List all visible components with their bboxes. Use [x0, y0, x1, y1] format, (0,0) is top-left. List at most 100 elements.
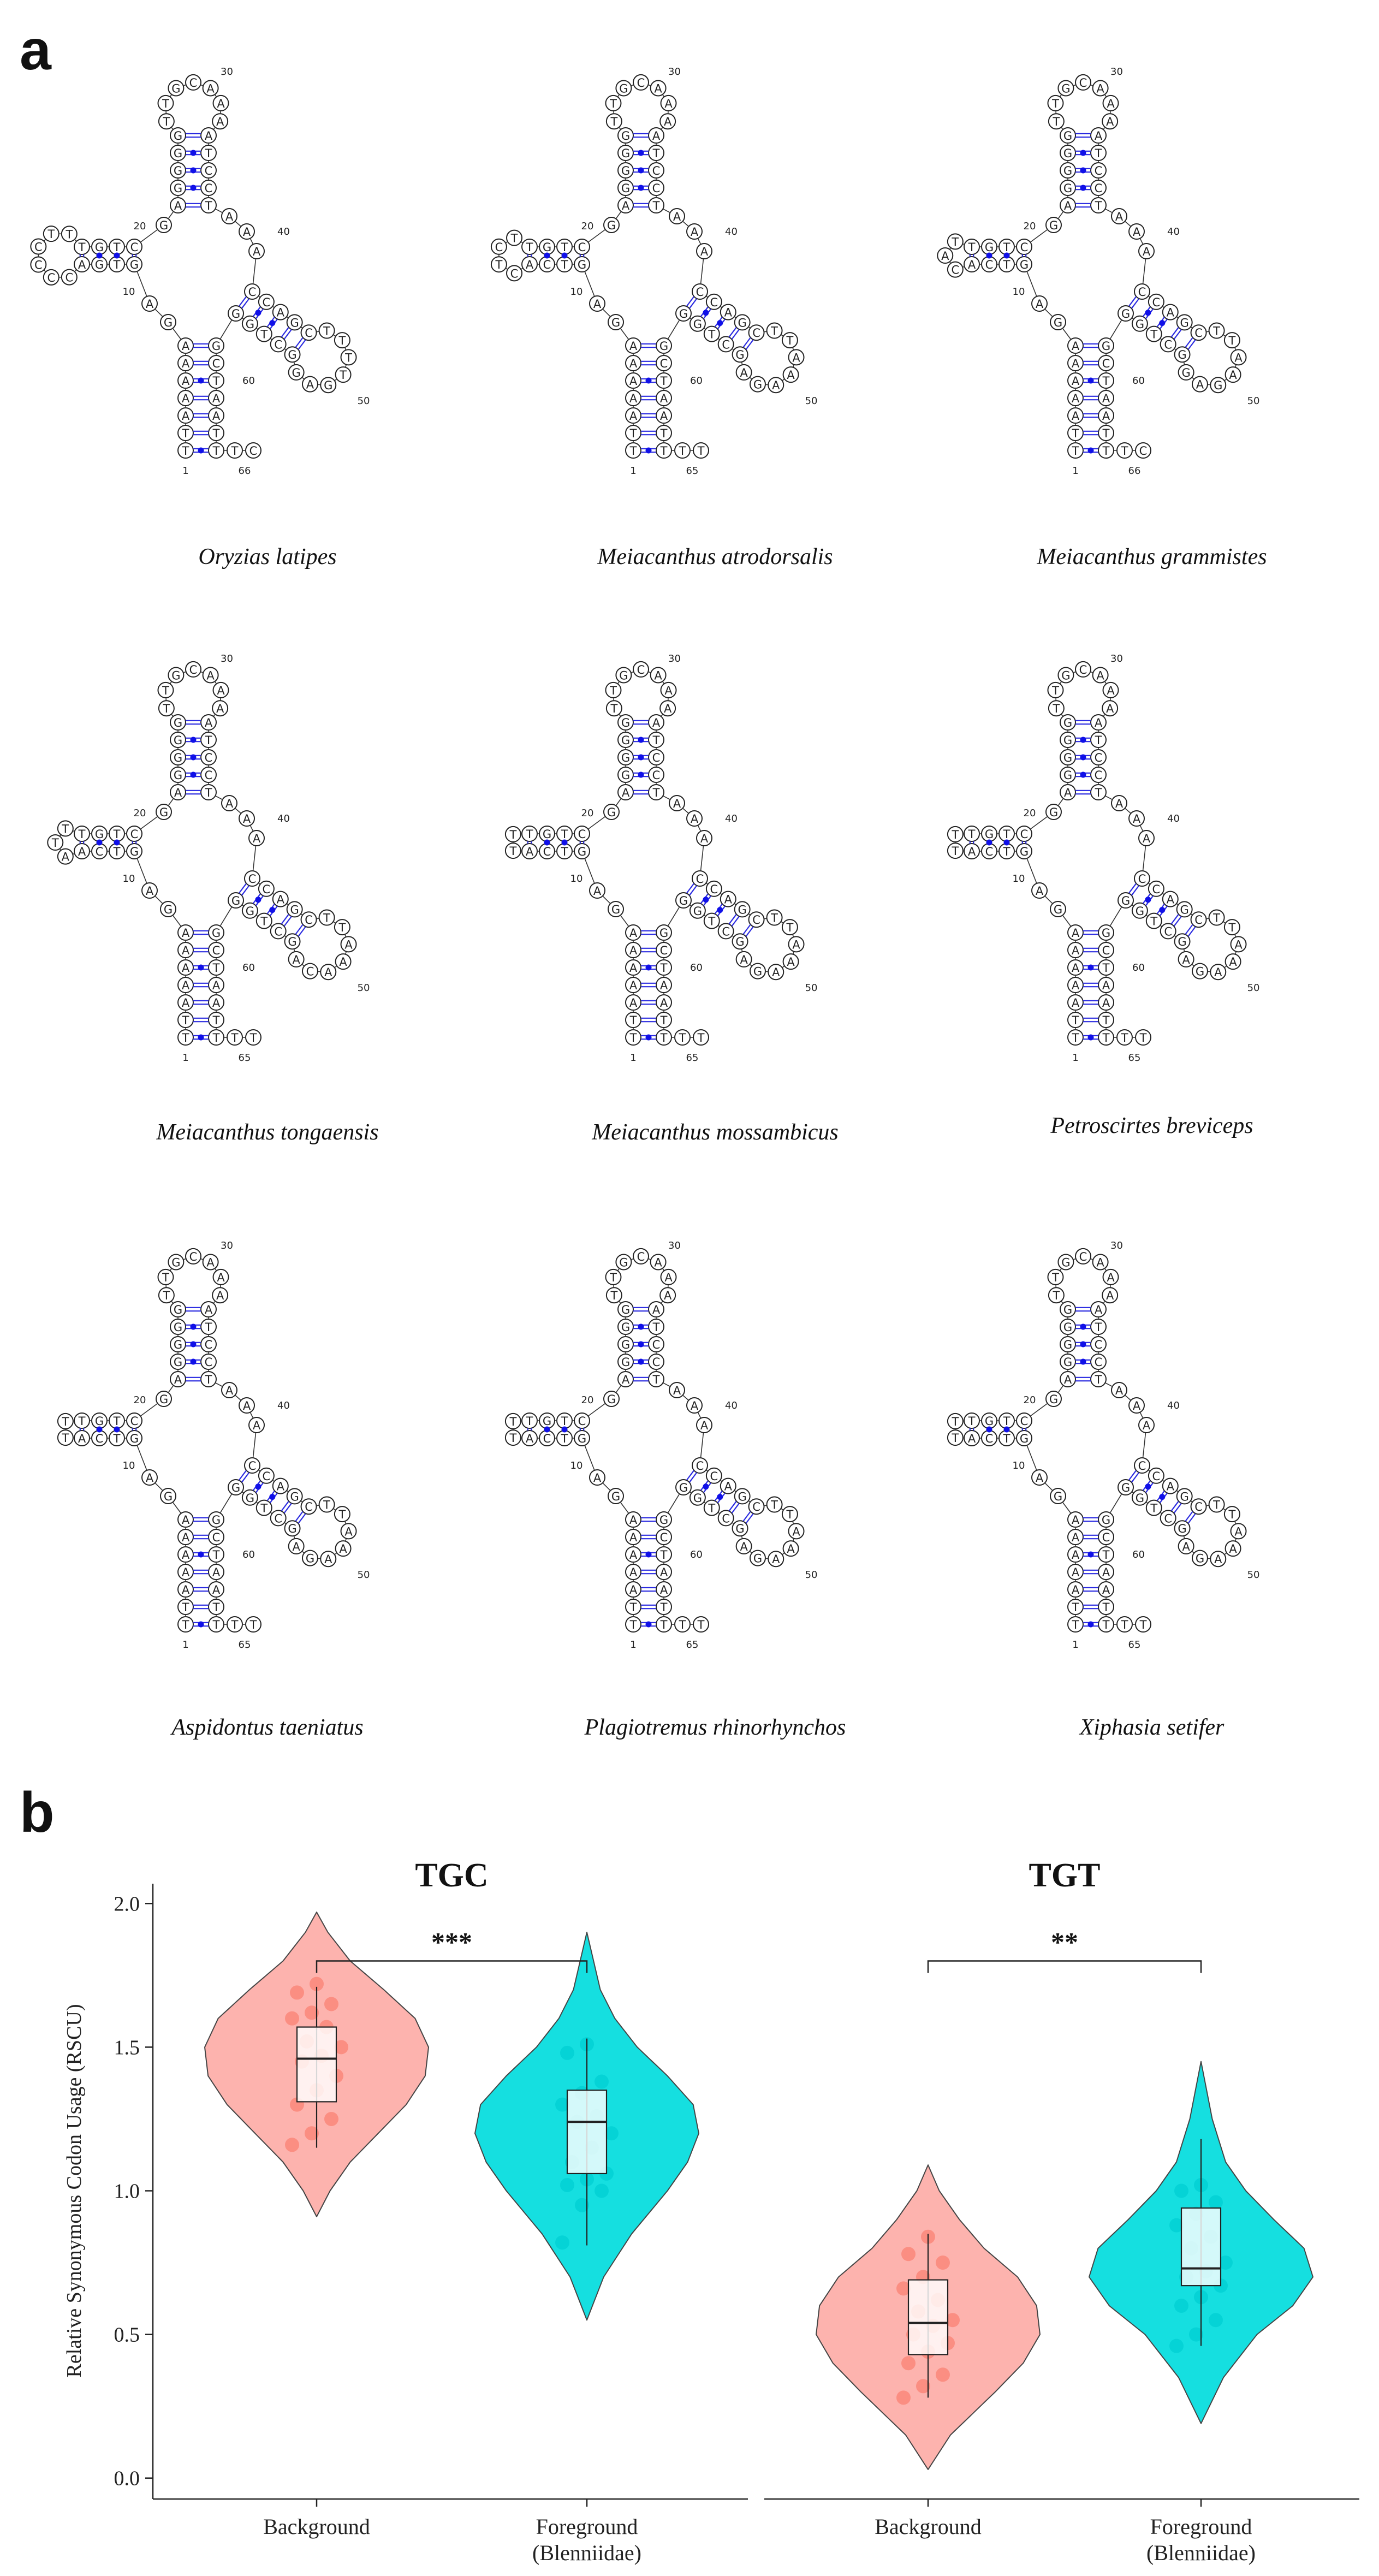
svg-text:A: A: [306, 378, 314, 391]
svg-text:T: T: [1102, 1601, 1110, 1614]
variable-loop-nucleotide: A: [669, 795, 685, 811]
acceptor-stem-nucleotide: T: [1098, 442, 1114, 459]
svg-text:T: T: [770, 912, 778, 925]
t-loop-nucleotide: G: [749, 963, 766, 980]
svg-text:A: A: [1072, 927, 1080, 940]
base-pair-dot: [1087, 447, 1094, 454]
svg-text:T: T: [1095, 786, 1102, 799]
svg-text:T: T: [249, 1618, 257, 1631]
svg-text:T: T: [1003, 845, 1011, 858]
svg-text:G: G: [578, 1432, 586, 1445]
d-stem-nucleotide: G: [1016, 1430, 1032, 1446]
backbone-link: [1061, 127, 1063, 130]
svg-text:G: G: [621, 769, 630, 782]
base-pair-dot: [986, 839, 992, 846]
svg-text:A: A: [243, 1399, 251, 1412]
acceptor-stem-nucleotide: T: [1098, 1012, 1114, 1028]
backbone-link: [1026, 858, 1037, 884]
backbone-link: [1090, 84, 1093, 86]
d-stem-nucleotide: T: [998, 843, 1015, 859]
svg-text:T: T: [708, 915, 715, 928]
three-prime-end-nucleotide: T: [227, 1616, 243, 1633]
backbone-link: [172, 915, 182, 927]
svg-text:A: A: [1107, 1271, 1115, 1284]
svg-text:C: C: [652, 1338, 661, 1351]
svg-text:T: T: [231, 444, 239, 458]
svg-text:C: C: [652, 769, 661, 782]
svg-text:G: G: [659, 1513, 668, 1527]
acceptor-stem-nucleotide: A: [1067, 977, 1084, 993]
position-label-end: 65: [1128, 1639, 1141, 1651]
svg-text:A: A: [344, 938, 353, 951]
backbone-link: [792, 347, 794, 351]
svg-text:G: G: [738, 316, 747, 329]
svg-text:A: A: [277, 306, 285, 319]
svg-text:T: T: [182, 1601, 189, 1614]
base-pair-bond: [728, 914, 737, 924]
position-label-50: 50: [358, 982, 370, 994]
variable-loop-nucleotide: A: [221, 795, 237, 811]
acceptor-stem-nucleotide: G: [208, 337, 224, 354]
t-stem-nucleotide: C: [258, 1467, 275, 1484]
svg-text:T: T: [338, 1508, 346, 1521]
acceptor-stem-nucleotide: T: [177, 1012, 194, 1028]
svg-text:A: A: [216, 115, 224, 128]
svg-text:A: A: [206, 1256, 215, 1269]
anticodon-loop-nucleotide: A: [659, 113, 676, 130]
svg-text:A: A: [1072, 996, 1080, 1010]
svg-text:A: A: [629, 409, 638, 423]
anticodon-stem-nucleotide: T: [200, 1371, 217, 1387]
acceptor-stem-nucleotide: A: [656, 1581, 672, 1598]
backbone-link: [661, 714, 663, 717]
backbone-link: [136, 271, 147, 297]
svg-text:C: C: [305, 327, 313, 340]
backbone-link: [1145, 915, 1148, 917]
junction-nucleotide: A: [1031, 882, 1048, 899]
base-pair-dot: [638, 737, 644, 743]
base-pair-dot: [703, 310, 709, 316]
svg-text:G: G: [246, 1492, 254, 1505]
svg-text:C: C: [985, 845, 994, 858]
svg-text:T: T: [660, 1618, 668, 1631]
d-stem-nucleotide: C: [574, 239, 590, 255]
backbone-link: [648, 671, 651, 673]
svg-text:G: G: [246, 318, 254, 331]
d-stem-nucleotide: C: [981, 843, 997, 859]
acceptor-stem-nucleotide: A: [625, 942, 641, 958]
svg-text:T: T: [260, 915, 268, 928]
svg-text:G: G: [171, 82, 180, 95]
anticodon-stem-nucleotide: G: [1060, 145, 1076, 161]
svg-text:C: C: [305, 1500, 313, 1513]
anticodon-stem-nucleotide: A: [170, 784, 186, 800]
position-label-20: 20: [134, 221, 146, 232]
anticodon-loop-nucleotide: C: [185, 74, 201, 91]
anticodon-stem-nucleotide: A: [1060, 197, 1076, 213]
svg-text:A: A: [654, 1256, 662, 1269]
acceptor-stem-nucleotide: A: [625, 337, 641, 354]
d-stem-nucleotide: T: [74, 239, 90, 255]
y-tick-label: 0.5: [114, 2324, 140, 2347]
position-label-10: 10: [1013, 873, 1025, 885]
svg-text:G: G: [578, 845, 586, 858]
svg-text:G: G: [679, 894, 688, 907]
acceptor-stem-nucleotide: A: [177, 355, 194, 371]
position-label-30: 30: [221, 66, 233, 78]
svg-text:A: A: [1102, 996, 1110, 1010]
anticodon-loop-nucleotide: A: [212, 700, 229, 717]
backbone-link: [334, 1552, 337, 1555]
backbone-link: [732, 935, 734, 937]
svg-text:A: A: [146, 885, 154, 898]
t-stem-nucleotide: C: [717, 923, 734, 940]
svg-text:G: G: [1063, 769, 1072, 782]
svg-text:A: A: [629, 1531, 638, 1544]
anticodon-loop-nucleotide: A: [1102, 113, 1119, 130]
backbone-link: [782, 965, 785, 968]
backbone-link: [587, 229, 606, 243]
svg-text:T: T: [951, 235, 959, 248]
base-pair-dot: [544, 1426, 550, 1433]
svg-text:T: T: [338, 334, 346, 347]
backbone-link: [732, 1522, 734, 1524]
svg-text:C: C: [1102, 944, 1110, 957]
base-pair-dot: [1087, 377, 1094, 384]
anticodon-loop-nucleotide: C: [633, 74, 649, 91]
